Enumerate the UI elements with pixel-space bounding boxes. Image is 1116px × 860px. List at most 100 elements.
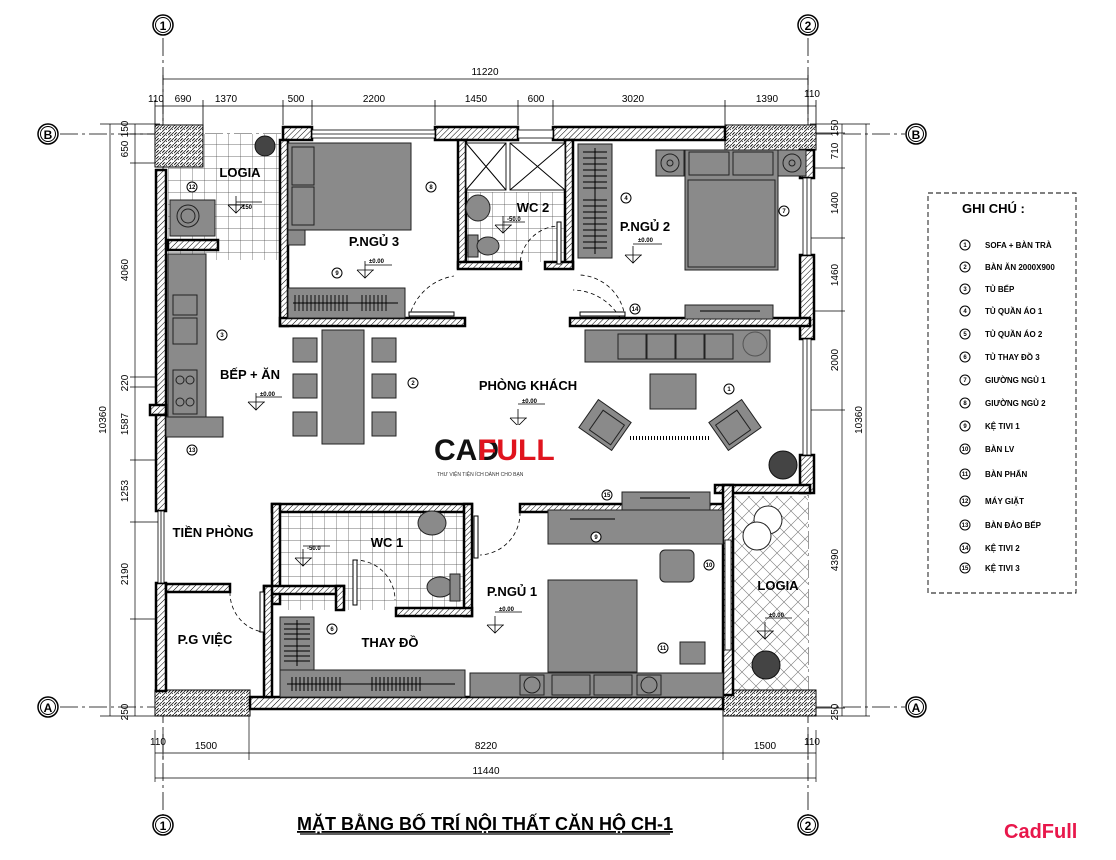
sink-wc2	[465, 194, 491, 222]
dim-bottom-seg: 1500	[195, 741, 218, 752]
svg-text:250: 250	[120, 703, 131, 720]
legend-item: KỆ TIVI 3	[985, 564, 1020, 573]
svg-text:10360: 10360	[854, 406, 865, 434]
svg-text:2: 2	[805, 819, 812, 833]
drawing-title: MẶT BẰNG BỐ TRÍ NỘI THẤT CĂN HỘ CH-1	[297, 813, 673, 834]
svg-text:9: 9	[594, 535, 598, 541]
svg-text:8: 8	[963, 401, 967, 407]
dim-top-seg: 2200	[363, 94, 386, 105]
svg-text:A: A	[44, 701, 53, 715]
grid-bubble-2-bottom: 2	[797, 814, 819, 836]
dim-right-labels: 150 710 1400 1460 2000 4390 250 10360	[830, 119, 865, 720]
dressing-table	[679, 641, 706, 665]
svg-text:B: B	[44, 128, 53, 142]
room-label-wc1: WC 1	[371, 535, 404, 550]
plant-icon	[768, 450, 798, 480]
room-label-logia-top: LOGIA	[219, 165, 261, 180]
svg-text:4: 4	[624, 196, 628, 202]
level-logia-top: -150	[240, 205, 253, 211]
kitchen-island	[165, 416, 224, 438]
dim-top-seg: 1370	[215, 94, 238, 105]
svg-text:710: 710	[830, 142, 841, 159]
legend-item: BÀN ĐẢO BẾP	[985, 520, 1042, 530]
svg-text:15: 15	[604, 493, 611, 499]
svg-text:2: 2	[963, 265, 967, 271]
svg-text:1400: 1400	[830, 191, 841, 214]
dim-top-seg: 690	[175, 94, 192, 105]
dim-bottom-seg: 110	[804, 737, 820, 748]
dimension-left	[100, 123, 160, 717]
legend-item: TỦ THAY ĐỒ 3	[985, 352, 1040, 362]
legend-item: BÀN LV	[985, 445, 1015, 454]
grid-bubble-1-bottom: 1	[152, 814, 174, 836]
legend-item: TỦ QUẦN ÁO 2	[985, 329, 1043, 339]
grid-bubble-1-top: 1	[152, 14, 174, 36]
room-label-living: PHÒNG KHÁCH	[479, 378, 577, 393]
room-label-logia-right: LOGIA	[757, 578, 799, 593]
svg-text:220: 220	[120, 374, 131, 391]
brand-logo: CadFull	[1004, 821, 1077, 843]
room-label-bedroom3: P.NGỦ 3	[349, 234, 399, 249]
svg-text:2: 2	[411, 381, 415, 387]
grid-bubble-2-top: 2	[797, 14, 819, 36]
dining-table	[321, 329, 365, 445]
dim-top-seg: 110	[804, 89, 820, 100]
svg-text:2190: 2190	[120, 562, 131, 585]
toilet-wc2	[476, 236, 500, 256]
legend-item: BÀN PHẤN	[985, 469, 1027, 479]
level-wc1: -50.0	[307, 546, 321, 552]
svg-text:B: B	[912, 128, 921, 142]
svg-text:14: 14	[632, 307, 639, 313]
room-label-foyer: TIỀN PHÒNG	[173, 525, 254, 540]
svg-text:1253: 1253	[120, 479, 131, 502]
legend-item: GIƯỜNG NGỦ 1	[985, 376, 1046, 385]
level-markers	[227, 196, 792, 640]
dimension-bottom	[154, 712, 817, 782]
furniture-tag-labels: 1 2 3 4 9 8 7 6 9 10 11 12 13 14 15	[189, 185, 787, 652]
furniture	[165, 135, 807, 698]
svg-text:11: 11	[962, 472, 969, 478]
svg-text:650: 650	[120, 140, 131, 157]
level-logia-right: ±0.00	[769, 613, 785, 619]
column-top-left	[154, 124, 204, 168]
legend-box: GHI CHÚ : 1 2 3 4 5 6 7 8 9 10 11 12 13 …	[927, 192, 1077, 594]
sink-wc1	[417, 510, 447, 536]
svg-text:4: 4	[963, 309, 967, 315]
coffee-table	[649, 373, 697, 410]
room-label-dressing: THAY ĐỒ	[361, 635, 418, 650]
svg-text:1: 1	[160, 819, 167, 833]
level-living: ±0.00	[522, 399, 538, 405]
room-label-kitchen-dining: BẾP + ĂN	[220, 367, 280, 382]
svg-text:12: 12	[189, 185, 196, 191]
legend-item: BÀN ĂN 2000X900	[985, 263, 1055, 272]
legend-item: KỆ TIVI 2	[985, 544, 1020, 553]
grid-bubble-a-left: A	[37, 696, 59, 718]
svg-text:A: A	[912, 701, 921, 715]
svg-text:1460: 1460	[830, 263, 841, 286]
tv-shelf-2	[684, 304, 774, 320]
work-desk-chair	[659, 549, 695, 583]
dim-top-seg: 1390	[756, 94, 779, 105]
plant-icon	[254, 135, 276, 157]
svg-text:3: 3	[963, 287, 967, 293]
svg-text:150: 150	[120, 120, 131, 137]
level-bedroom1: ±0.00	[499, 607, 515, 613]
svg-text:10360: 10360	[98, 406, 109, 434]
grid-bubble-b-right: B	[905, 123, 927, 145]
dimension-top	[154, 75, 817, 125]
legend-item: KỆ TIVI 1	[985, 422, 1020, 431]
legend-item: GIƯỜNG NGỦ 2	[985, 399, 1046, 408]
level-kitchen: ±0.00	[260, 392, 276, 398]
legend-title: GHI CHÚ :	[962, 201, 1025, 216]
svg-text:4060: 4060	[120, 258, 131, 281]
svg-text:6: 6	[330, 627, 334, 633]
dim-top-seg: 110	[148, 94, 164, 105]
svg-text:15: 15	[962, 566, 969, 572]
room-label-bedroom1: P.NGỦ 1	[487, 584, 537, 599]
dim-left-labels: 150 650 4060 220 1587 1253 2190 250 1036…	[98, 120, 131, 720]
room-label-office: P.G VIỆC	[178, 632, 233, 647]
svg-text:5: 5	[963, 332, 967, 338]
svg-text:2: 2	[805, 19, 812, 33]
svg-text:9: 9	[335, 271, 339, 277]
